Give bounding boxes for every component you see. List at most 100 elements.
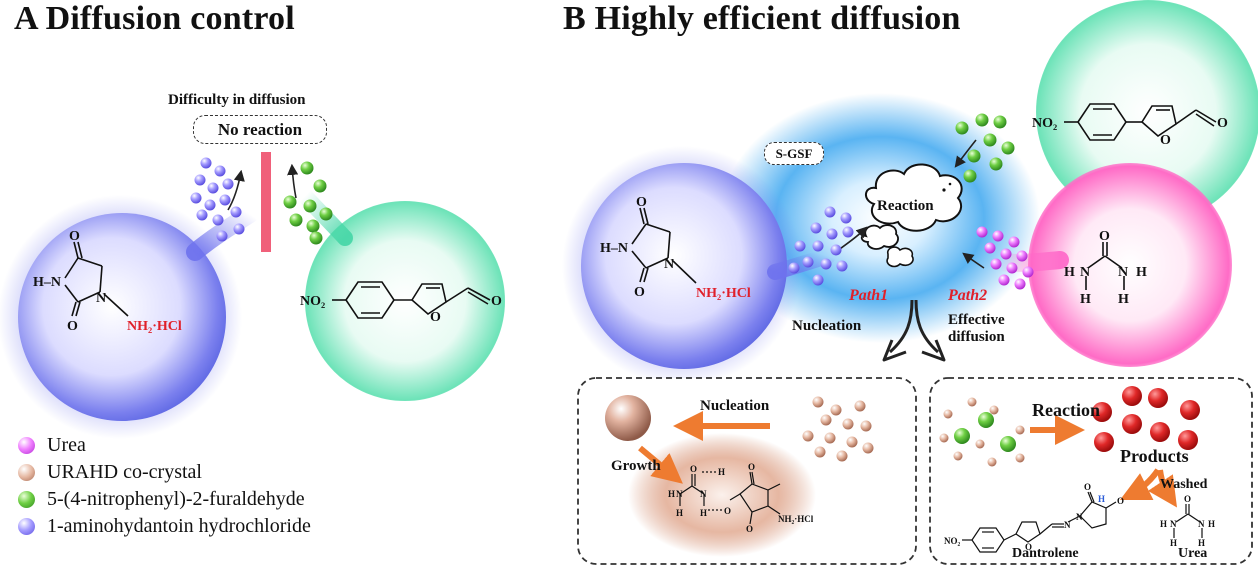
growth-label: Growth: [611, 458, 661, 474]
no2-label-a: NO₂: [300, 294, 325, 309]
purple-particles-b: [788, 206, 854, 286]
atom-n-a: N: [96, 291, 106, 306]
panel-b-letter: B: [563, 0, 586, 37]
urea-structure-small: [1173, 504, 1203, 538]
panel-a-letter: A: [14, 0, 37, 37]
furaldehyde-sphere-b: [1036, 0, 1258, 224]
dantrolene-structure: [962, 491, 1117, 553]
nucleation-box-artwork: O H N N H H H O O O NH₂·HCl: [577, 377, 917, 565]
green-to-reaction-arrow: [954, 139, 977, 168]
tan-particles: [802, 396, 874, 462]
dantrolene-n1: N: [1064, 520, 1071, 530]
aminohydantoin-color-swatch: [18, 518, 35, 535]
urea-color-swatch: [18, 437, 35, 454]
co-o3: O: [748, 462, 755, 472]
diffusion-barrier: [261, 152, 271, 252]
washed-arrow-right: [1147, 469, 1177, 508]
path1-branch-arrow: [889, 299, 914, 354]
panel-b-title: B Highly efficient diffusion: [563, 0, 961, 38]
atom-hn-a: H–N: [33, 275, 61, 290]
atom-o-bottom-a: O: [67, 319, 78, 334]
urea-small-h2: H: [1208, 519, 1215, 529]
furaldehyde-structure-a: [332, 281, 491, 319]
green-particles-a: [283, 161, 333, 245]
urea-o: O: [1099, 229, 1110, 244]
atom-o-bottom-b: O: [634, 285, 645, 300]
pink-stream: [991, 251, 1069, 272]
furaldehyde-structure-b: [1064, 103, 1217, 141]
co-o1: O: [690, 464, 697, 474]
growth-arrow: [638, 445, 683, 484]
dantrolene-h: H: [1098, 494, 1105, 504]
nh2hcl-label-a: NH₂·HCl: [127, 319, 182, 334]
co-n1: N: [676, 489, 683, 499]
growth-sphere: [605, 395, 651, 441]
urea-n-left: N: [1080, 265, 1090, 280]
legend: Urea URAHD co-crystal 5-(4-nitrophenyl)-…: [18, 432, 311, 540]
difficulty-label: Difficulty in diffusion: [168, 92, 306, 108]
sgsf-badge: S-GSF: [764, 142, 824, 165]
aminohydantoin-structure-b: [631, 207, 697, 284]
washed-label: Washed: [1160, 477, 1208, 492]
urea-h-left: H: [1064, 265, 1075, 280]
furaldehyde-color-swatch: [18, 491, 35, 508]
dantrolene-n2: N: [1076, 512, 1083, 522]
atom-hn-b: H–N: [600, 241, 628, 256]
cocrystal-cloud: [628, 433, 816, 557]
legend-label-furaldehyde: 5-(4-nitrophenyl)-2-furaldehyde: [47, 488, 305, 510]
purple-stream-b: [767, 248, 836, 280]
aminohydantoin-structure-a: [64, 241, 129, 317]
urea-h-bottom-left: H: [1080, 292, 1091, 307]
pink-particles-b: [976, 226, 1034, 290]
panel-a-artwork: O H–N N O NH₂·HCl NO₂ O O: [0, 152, 505, 439]
urea-small-n1: N: [1170, 519, 1177, 529]
dantrolene-no2: NO₂: [944, 536, 961, 546]
aminohydantoin-sphere: [18, 213, 226, 421]
urea-small-o: O: [1184, 494, 1191, 504]
dantrolene-o-furan: O: [1025, 542, 1032, 552]
urea-product-label: Urea: [1178, 546, 1208, 561]
reactant-particles: [939, 397, 1025, 467]
no-reaction-badge: No reaction: [193, 115, 327, 144]
furan-o-a: O: [430, 310, 441, 325]
legend-label-urea: Urea: [47, 434, 86, 456]
cocrystal-color-swatch: [18, 464, 35, 481]
path2-branch-arrow: [914, 299, 939, 354]
urea-small-h4: H: [1198, 538, 1205, 548]
atom-n-b: N: [664, 257, 674, 272]
purple-particles-a: [190, 157, 245, 242]
atom-o-top-b: O: [636, 195, 647, 210]
reaction-box-artwork: NO₂ O N N O H O O H N N H H H: [929, 377, 1253, 565]
pink-to-reaction-arrow: [962, 252, 985, 269]
co-h4: H: [718, 467, 725, 477]
legend-label-cocrystal: URAHD co-crystal: [47, 461, 202, 483]
reaction-cloud: [860, 163, 963, 268]
no2-label-b: NO₂: [1032, 116, 1057, 131]
legend-label-aminohydantoin: 1-aminohydantoin hydrochloride: [47, 515, 311, 537]
urea-n-right: N: [1118, 265, 1128, 280]
green-diffusion-arrow: [287, 163, 299, 199]
co-n2: N: [700, 489, 707, 499]
aldehyde-o-b: O: [1217, 116, 1228, 131]
furaldehyde-sphere: [305, 201, 505, 401]
atom-o-top-a: O: [69, 229, 80, 244]
nh2hcl-label-b: NH₂·HCl: [696, 286, 751, 301]
panel-b-title-text: Highly efficient diffusion: [594, 0, 961, 37]
urea-small-n2: N: [1198, 519, 1205, 529]
urea-structure: [1085, 242, 1125, 290]
aminohydantoin-sphere-b: [581, 163, 787, 369]
legend-item-cocrystal: URAHD co-crystal: [18, 459, 311, 486]
co-o4: O: [746, 524, 753, 534]
co-h3: H: [700, 508, 707, 518]
washed-arrow-left: [1119, 468, 1161, 501]
products-label: Products: [1120, 446, 1189, 466]
reaction-cloud-label: Reaction: [877, 198, 934, 214]
urea-h-right: H: [1136, 265, 1147, 280]
panel-a-title: A Diffusion control: [14, 0, 295, 38]
urea-small-h3: H: [1170, 538, 1177, 548]
aldehyde-o-a: O: [491, 294, 502, 309]
green-particles-b: [955, 113, 1015, 183]
urea-small-h1: H: [1160, 519, 1167, 529]
